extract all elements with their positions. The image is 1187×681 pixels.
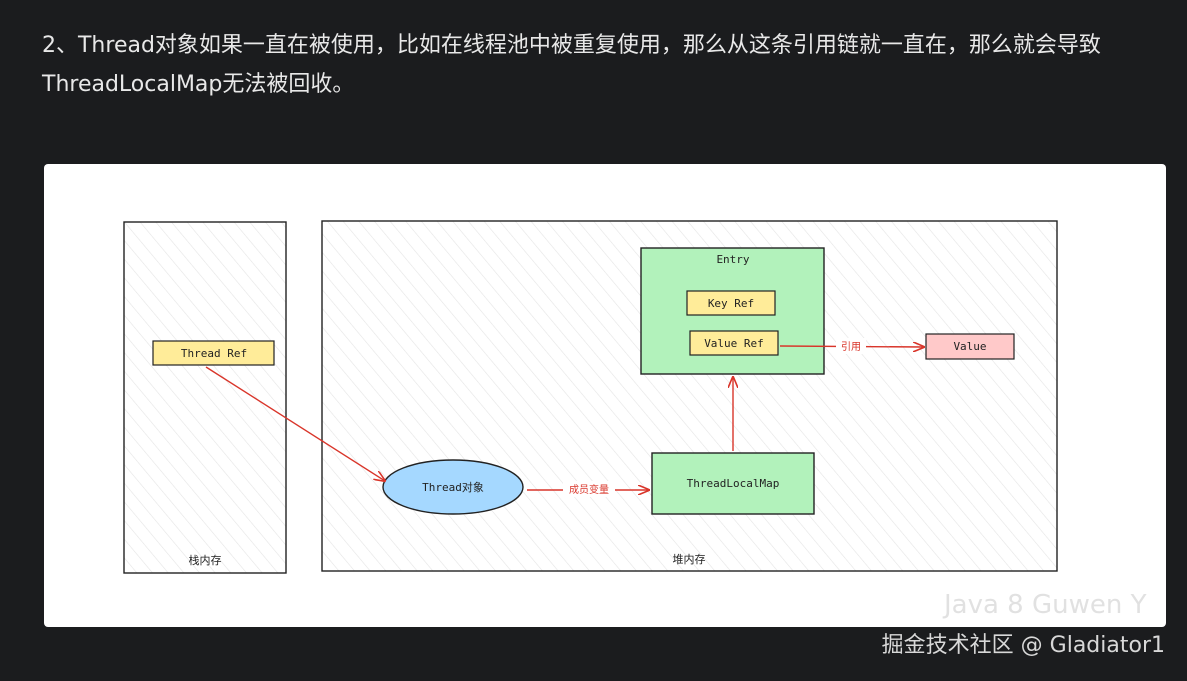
figure-watermark: Java 8 Guwen Y xyxy=(944,590,1147,620)
arrow-thread-ref-to-thread-object xyxy=(205,366,385,481)
article-paragraph: 2、Thread对象如果一直在被使用，比如在线程池中被重复使用，那么从这条引用链… xyxy=(42,33,1101,97)
value-box xyxy=(925,333,1015,360)
reference-label-bg xyxy=(836,338,866,354)
stack-memory-panel xyxy=(123,221,287,574)
thread-ref-box xyxy=(152,340,275,366)
thread-object-label: Thread对象 xyxy=(422,480,484,494)
key-ref-box xyxy=(686,290,776,316)
value-label: Value xyxy=(953,340,986,353)
entry-label: Entry xyxy=(716,253,749,266)
thread-object-ellipse xyxy=(382,459,524,515)
key-ref-label: Key Ref xyxy=(708,297,754,310)
reference-label: 引用 xyxy=(841,341,861,353)
diagram-svg: 栈内存 堆内存 Thread Ref Thread对象 ThreadLocalM… xyxy=(123,220,1058,574)
member-variable-label: 成员变量 xyxy=(569,483,609,496)
thread-local-map-label: ThreadLocalMap xyxy=(687,477,780,490)
value-ref-label: Value Ref xyxy=(704,337,764,350)
heap-memory-label: 堆内存 xyxy=(673,552,706,566)
member-variable-label-bg xyxy=(563,481,615,497)
credit-watermark: 掘金技术社区 @ Gladiator1 xyxy=(881,633,1165,658)
thread-local-map-box xyxy=(651,452,815,515)
stack-memory-label: 栈内存 xyxy=(189,553,222,567)
diagram-figure: 栈内存 堆内存 Thread Ref Thread对象 ThreadLocalM… xyxy=(44,164,1166,627)
thread-ref-label: Thread Ref xyxy=(181,347,247,360)
value-ref-box xyxy=(689,330,779,356)
